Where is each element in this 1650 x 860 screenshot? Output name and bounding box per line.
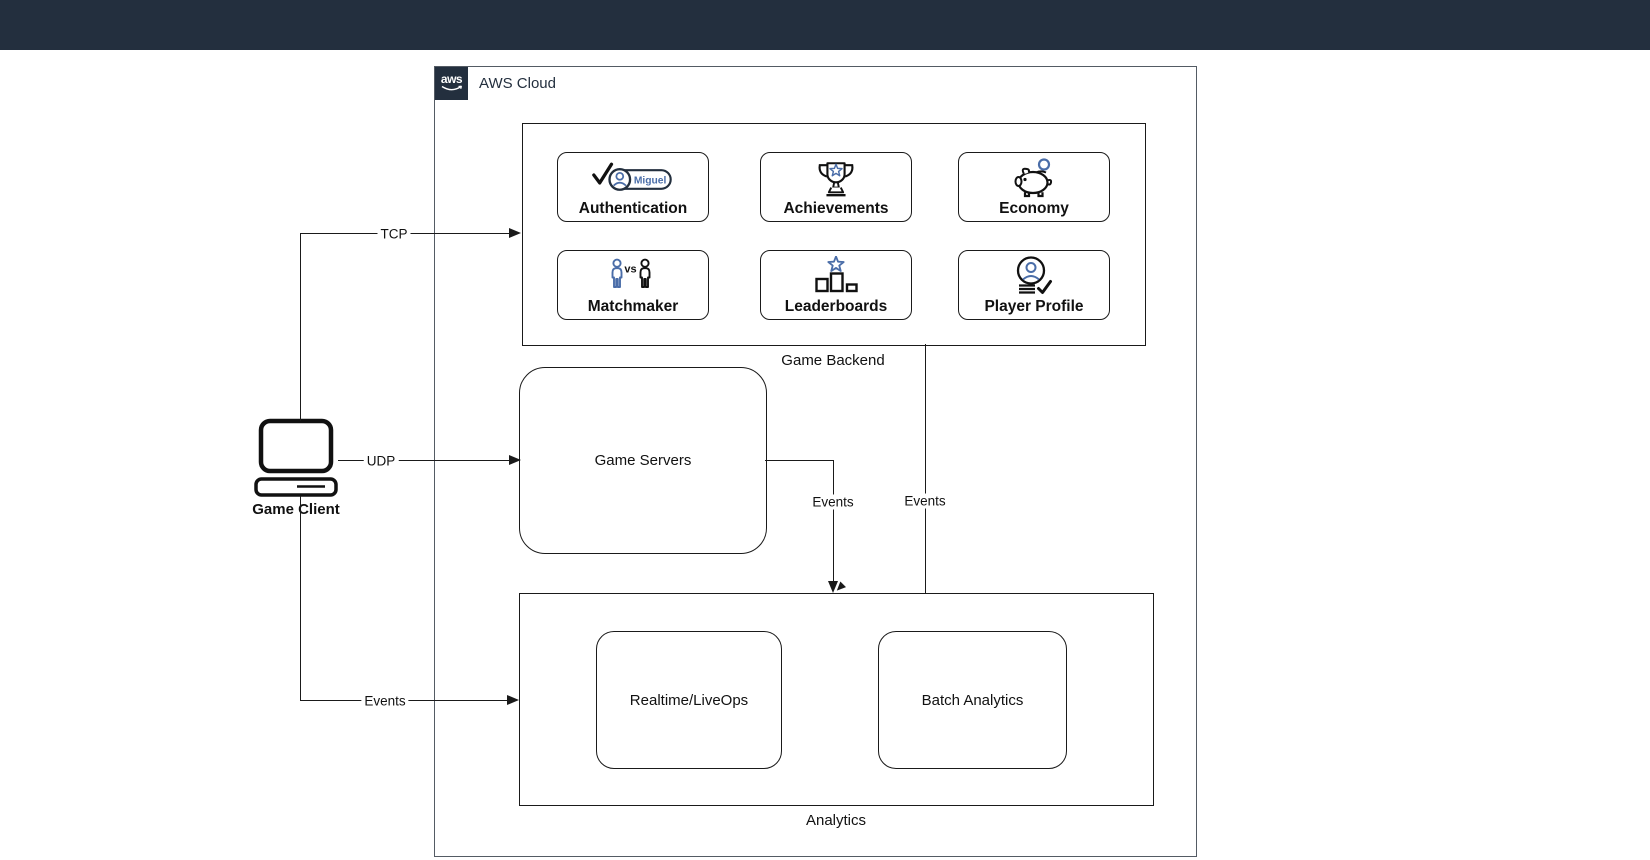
aws-smile-icon [441, 85, 462, 91]
node-label: Authentication [578, 200, 688, 217]
node-label: Leaderboards [784, 298, 888, 315]
node-leaderboards: Leaderboards [760, 250, 912, 320]
aws-cloud-label: AWS Cloud [479, 75, 556, 92]
aws-logo: aws [435, 67, 468, 100]
miguel-chip-text: Miguel [634, 175, 667, 186]
node-label: Matchmaker [587, 298, 679, 315]
node-authentication: Miguel Authentication [557, 152, 709, 222]
vs-text: vs [624, 263, 636, 275]
backend-events-edge-vertical [925, 344, 926, 593]
server-events-edge-vertical [833, 460, 834, 582]
node-label: Realtime/LiveOps [629, 691, 749, 709]
browser-header-bar [0, 0, 1650, 50]
backend-events-edge-label: Events [901, 493, 949, 509]
node-label: Achievements [783, 200, 889, 217]
player-profile-icon [1012, 251, 1056, 298]
client-events-edge-label: Events [361, 693, 409, 709]
server-events-arrowhead-icon [828, 581, 838, 593]
trophy-icon [813, 153, 859, 200]
matchmaker-vs-icon: vs [605, 251, 661, 298]
node-game-servers: Game Servers [519, 367, 767, 554]
tcp-edge-vertical [300, 233, 301, 421]
node-label: Game Servers [594, 452, 692, 469]
tcp-arrowhead-icon [509, 228, 521, 238]
laptop-icon [254, 418, 338, 497]
node-batch-analytics: Batch Analytics [878, 631, 1067, 769]
node-achievements: Achievements [760, 152, 912, 222]
server-events-edge-label: Events [809, 494, 857, 510]
node-label: Player Profile [984, 298, 1084, 315]
aws-logo-text: aws [440, 72, 463, 86]
client-events-arrowhead-icon [507, 695, 519, 705]
tcp-edge-label: TCP [377, 226, 411, 242]
game-client-label: Game Client [252, 501, 340, 518]
udp-edge-horizontal [338, 460, 509, 461]
client-events-edge-vertical [300, 496, 301, 700]
node-label: Batch Analytics [921, 691, 1024, 709]
server-events-edge-horizontal [765, 460, 833, 461]
analytics-label: Analytics [805, 812, 867, 829]
node-realtime-liveops: Realtime/LiveOps [596, 631, 782, 769]
udp-edge-label: UDP [363, 453, 399, 469]
node-player-profile: Player Profile [958, 250, 1110, 320]
udp-arrowhead-icon [509, 455, 521, 465]
game-backend-label: Game Backend [781, 352, 885, 369]
node-economy: Economy [958, 152, 1110, 222]
leaderboard-icon [813, 251, 859, 298]
node-matchmaker: vs Matchmaker [557, 250, 709, 320]
authentication-icon: Miguel [587, 153, 679, 200]
piggy-bank-icon [1010, 153, 1058, 200]
node-label: Economy [999, 200, 1069, 217]
